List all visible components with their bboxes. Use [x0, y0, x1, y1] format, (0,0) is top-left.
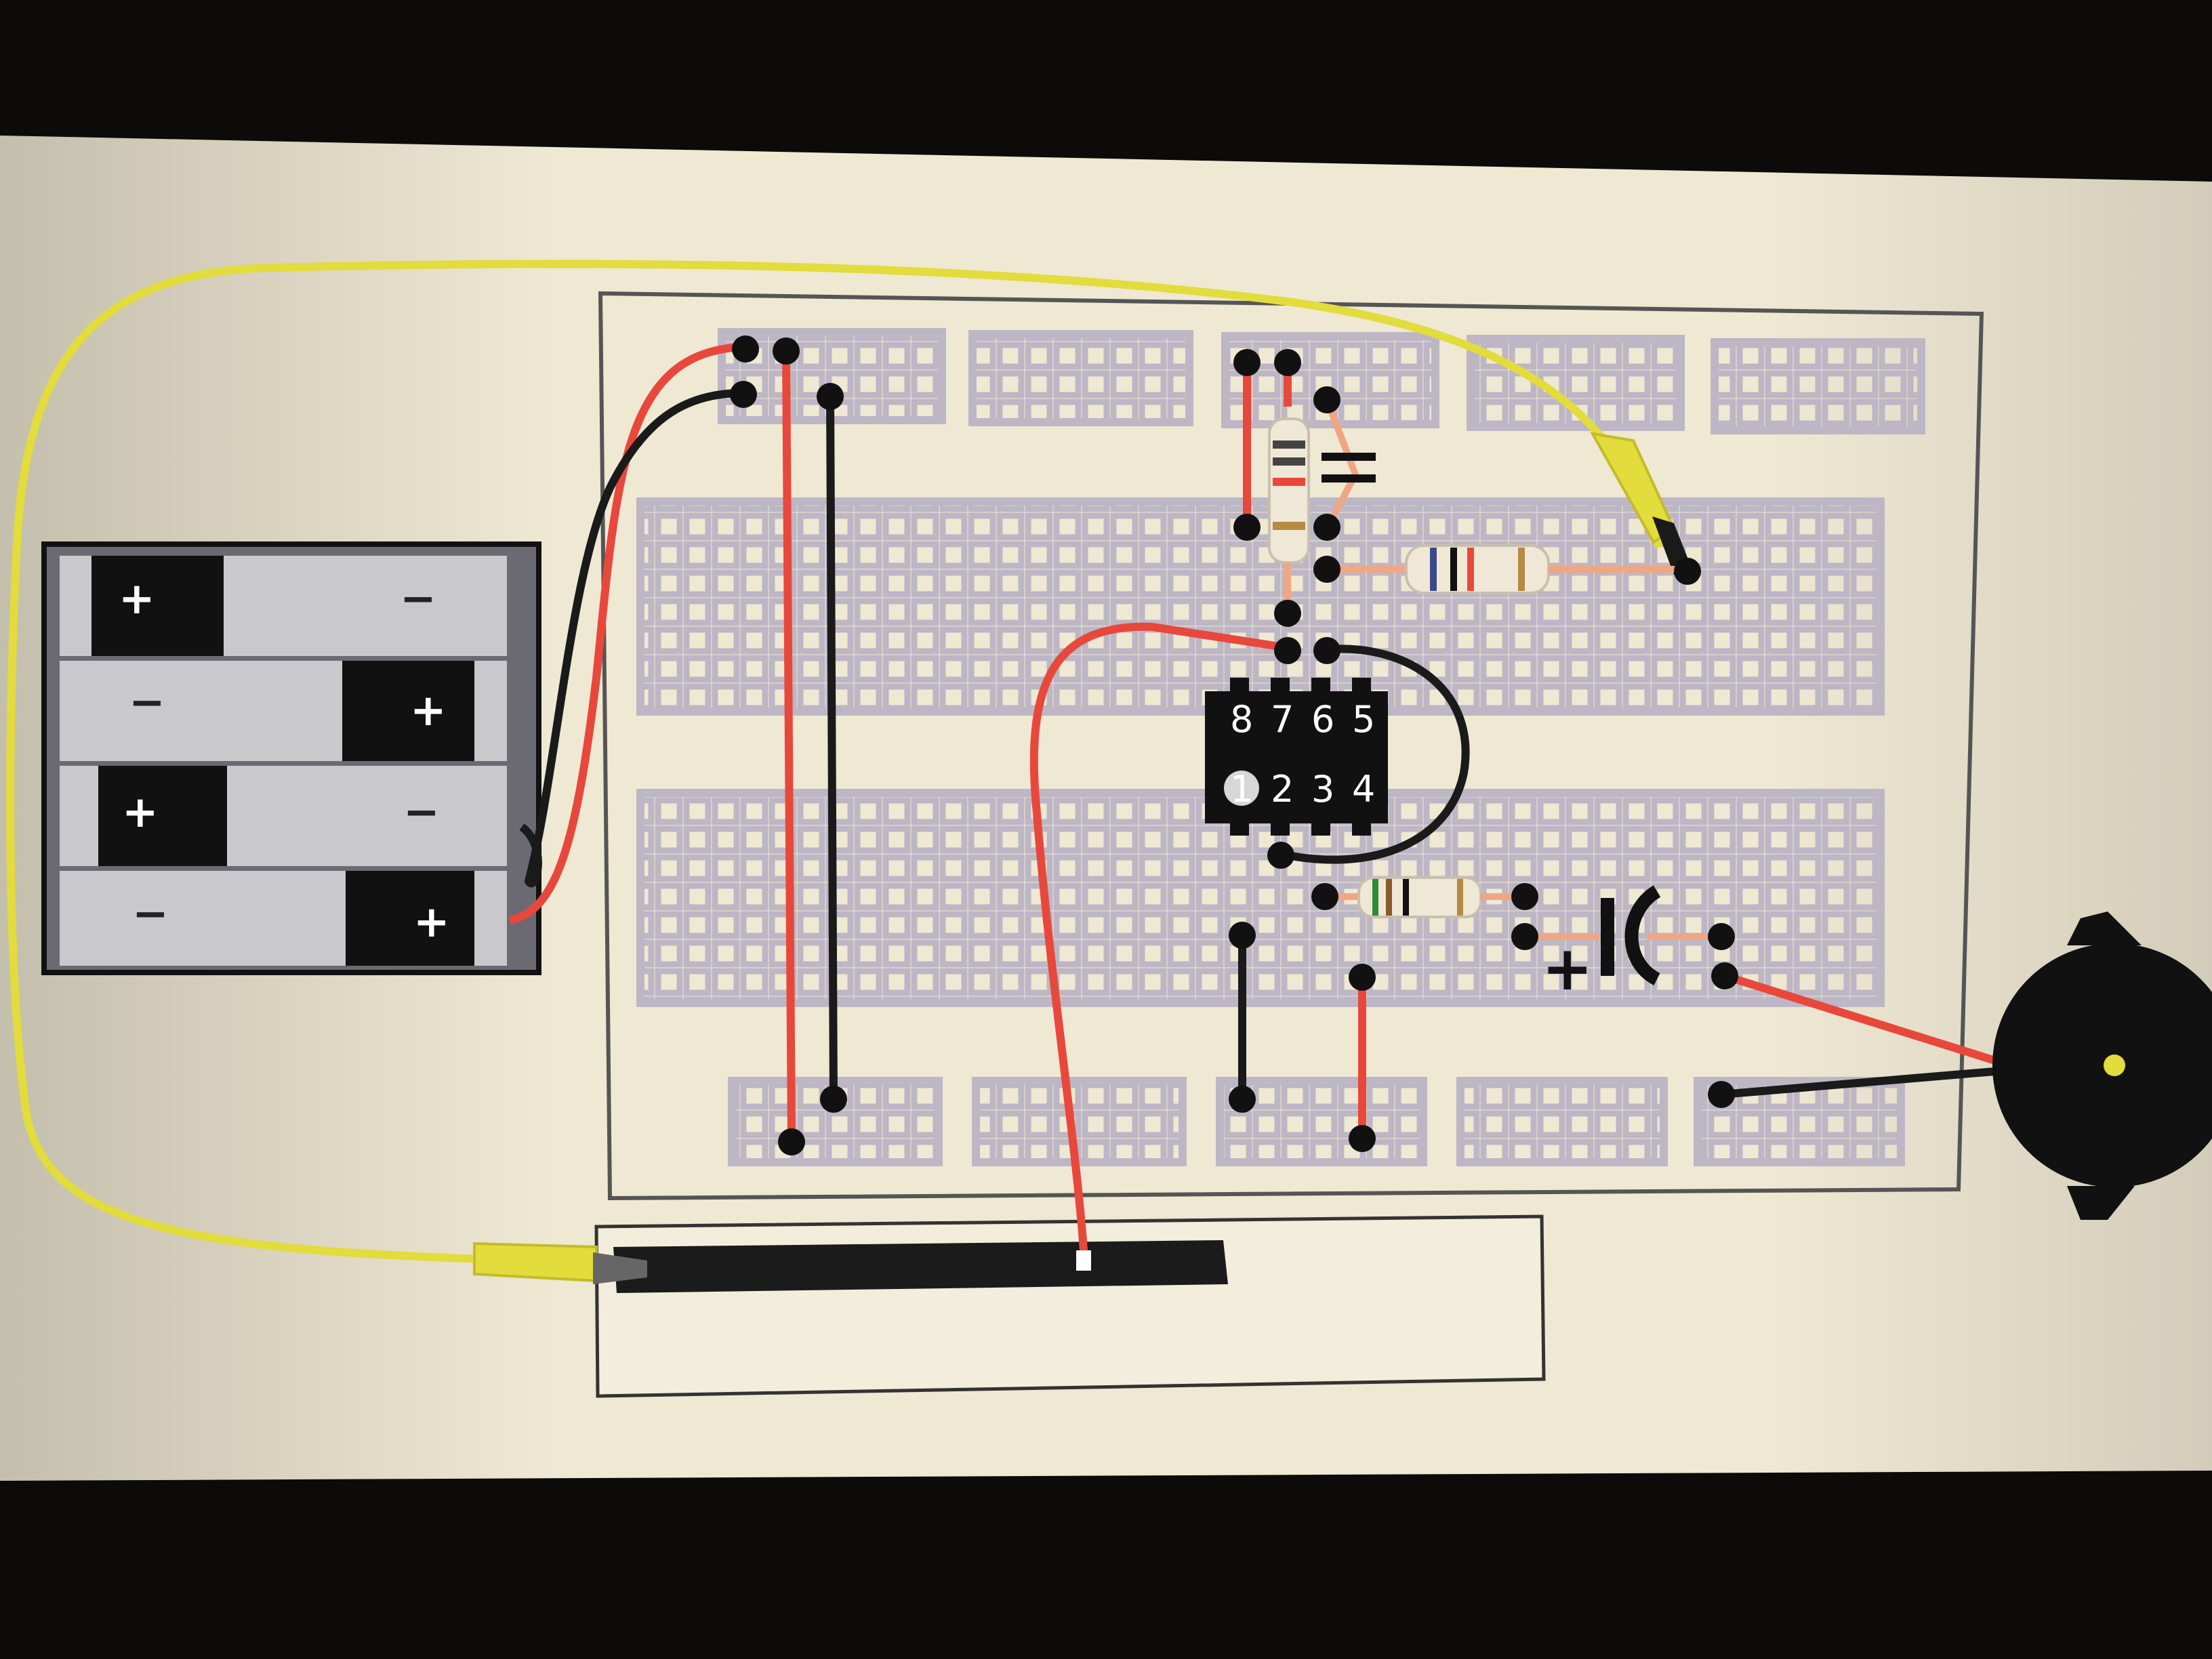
battery-red-lead — [508, 343, 743, 924]
red-signal-wire — [1029, 622, 1285, 1261]
upper-terminal-strip — [636, 497, 1885, 716]
pin-label-5: 5 — [1352, 698, 1375, 741]
resistor-band — [1403, 879, 1409, 916]
buzzer-red-wire — [1723, 972, 2007, 1068]
cell-4-right-sign: + — [413, 897, 450, 947]
ic-chip-icon: 8 7 6 5 1 2 3 4 — [1205, 678, 1388, 836]
resistor-band — [1372, 879, 1378, 916]
capacitor-polarity: + — [1542, 933, 1593, 1004]
wire-end — [1076, 1250, 1091, 1271]
yellow-wire — [6, 260, 1663, 1266]
resistor-band — [1273, 457, 1305, 466]
graphite-strip-icon — [613, 1240, 1228, 1293]
resistor-band — [1430, 548, 1437, 591]
piezo-buzzer-icon — [1992, 912, 2212, 1220]
red-rail-jumper — [782, 352, 796, 1143]
cell-2-right-sign: + — [410, 686, 447, 736]
pin-label-6: 6 — [1311, 698, 1334, 741]
resistor-icon — [1405, 544, 1550, 594]
resistor-band — [1386, 879, 1392, 916]
resistor-band — [1273, 478, 1305, 486]
pin-label-4: 4 — [1352, 768, 1375, 811]
battery-pack-icon: + − − + + − − + — [41, 541, 541, 975]
cell-1-right-sign: − — [400, 574, 436, 624]
alligator-clip-icon — [473, 1242, 598, 1283]
capacitor-icon — [1322, 453, 1376, 461]
lower-terminal-strip — [636, 789, 1885, 1007]
breadboard-outline — [598, 291, 1984, 1201]
black-rail-jumper — [826, 396, 838, 1100]
resistor-band — [1273, 522, 1305, 530]
pin-label-8: 8 — [1230, 698, 1253, 741]
connection-dots — [730, 335, 1738, 1155]
capacitor-icon — [1322, 474, 1376, 483]
buzzer-black-wire — [1721, 1067, 2003, 1099]
pin-label-3: 3 — [1311, 768, 1334, 811]
top-power-rail — [718, 328, 1925, 434]
capacitor-icon — [1601, 898, 1614, 976]
resistor-band — [1457, 879, 1463, 916]
pin-label-1: 1 — [1230, 768, 1253, 811]
resistor-band — [1450, 548, 1457, 591]
resistor-band — [1273, 441, 1305, 449]
cell-2-left-sign: − — [129, 678, 165, 728]
alligator-clip-tip — [593, 1252, 647, 1284]
capacitor-icon — [1624, 885, 1661, 985]
pin-label-2: 2 — [1271, 768, 1294, 811]
black-loop-wire — [1279, 644, 1470, 864]
cell-3-left-sign: + — [122, 787, 159, 838]
pin-1-marker — [1224, 771, 1259, 806]
resistor-band — [1518, 548, 1525, 591]
resistor-band — [1467, 548, 1474, 591]
resistor-icon — [1268, 417, 1310, 564]
cell-4-left-sign: − — [132, 889, 169, 939]
cell-3-right-sign: − — [403, 787, 440, 838]
pin-label-7: 7 — [1271, 698, 1294, 741]
cell-1-left-sign: + — [119, 574, 155, 624]
battery-black-lead — [519, 389, 743, 888]
